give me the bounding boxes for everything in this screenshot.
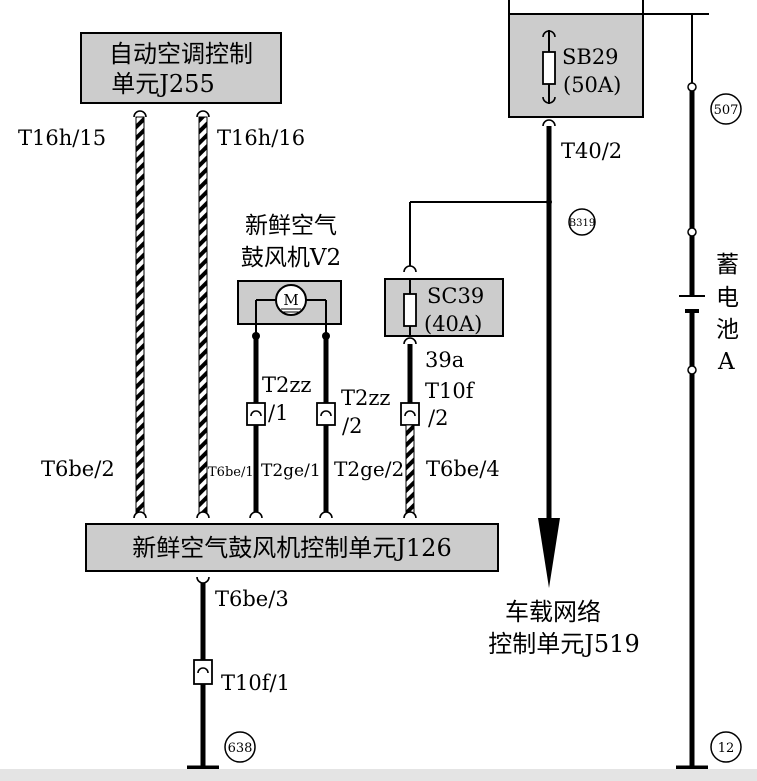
blower-ctrl-name: 新鲜空气鼓风机控制单元J126 [132,534,451,562]
connector-t10f-2-name: T10f [425,379,476,403]
fuse-sc39-rating: (40A) [424,312,482,336]
fresh-air-blower-v2: 新鲜空气 鼓风机V2 M [237,213,342,335]
battery-label-char-4: A [717,349,735,375]
pin-label-t6be-3: T6be/3 [215,587,289,611]
battery-label-char-2: 电 [716,285,739,311]
pin-label-t6be-2: T6be/2 [41,457,115,481]
connector-t2zz-a-name: T2zz [262,373,312,397]
pin-label-t40-2: T40/2 [561,139,622,163]
pin-label-t6be-4: T6be/4 [426,457,500,481]
ac-unit-name-line1: 自动空调控制 [109,40,253,68]
wire-t16h-16: T16h/16 [196,110,305,519]
connector-t10f-1: T10f/1 [221,671,290,695]
connector-t2zz-a-pin: /1 [268,401,288,425]
fuse-box-sc39: SC39 (40A) [384,265,504,337]
arrow-to-j519 [538,518,560,588]
fuse-sb29-symbol [542,51,556,85]
fuse-box-sb29: SB29 (50A) [508,13,644,118]
wire-label-39a: 39a [425,348,464,372]
ref-b319: B319 [569,218,595,229]
pin-label-t6be-1: T6be/1 [208,465,254,480]
wire-t6be-4: 39a T10f /2 [400,337,476,519]
ref-507: 507 [714,103,739,118]
bottom-scroll-strip [0,769,757,781]
battery-circuit: 507 12 蓄 电 池 A [676,82,742,771]
fuse-sb29-name: SB29 [562,45,619,69]
wire-t40-2: T40/2 [538,119,622,588]
fuse-sb29-rating: (50A) [563,73,621,97]
ref-638: 638 [228,741,253,756]
connector-t2zz-b-pin: /2 [342,414,362,438]
ac-unit-name-line2: 单元J255 [111,70,214,98]
pin-label-t2ge-1: T2ge/1 [261,461,321,481]
wire-t2ge-2: T2zz /2 [316,332,391,519]
network-unit-name-line2: 控制单元J519 [488,630,639,658]
pin-label-t16h-16: T16h/16 [217,126,305,150]
fuse-sc39-name: SC39 [427,284,484,308]
wire-t16h-15: T16h/15 [18,110,147,519]
ref-12: 12 [718,741,735,756]
network-unit-name-line1: 车载网络 [505,598,601,626]
fuse-sc39-symbol [403,293,417,327]
connector-t10f-2-pin: /2 [428,406,448,430]
ac-control-unit-j255: 自动空调控制 单元J255 [80,32,282,104]
motor-symbol: M [283,291,298,309]
pin-label-t16h-15: T16h/15 [18,126,106,150]
pin-label-t2ge-2: T2ge/2 [334,457,404,481]
blower-control-unit-j126: 新鲜空气鼓风机控制单元J126 [85,523,499,572]
blower-name-line1: 新鲜空气 [245,213,337,239]
wire-t6be-3: T6be/3 T10f/1 638 [187,576,290,771]
blower-name-line2: 鼓风机V2 [241,245,341,271]
wire-branch-sc39: B319 [409,199,596,268]
connector-t2zz-b-name: T2zz [341,386,391,410]
battery-label-char-1: 蓄 [716,252,739,278]
battery-label-char-3: 池 [716,317,739,343]
wire-t2ge-1: T2zz /1 [246,332,312,519]
